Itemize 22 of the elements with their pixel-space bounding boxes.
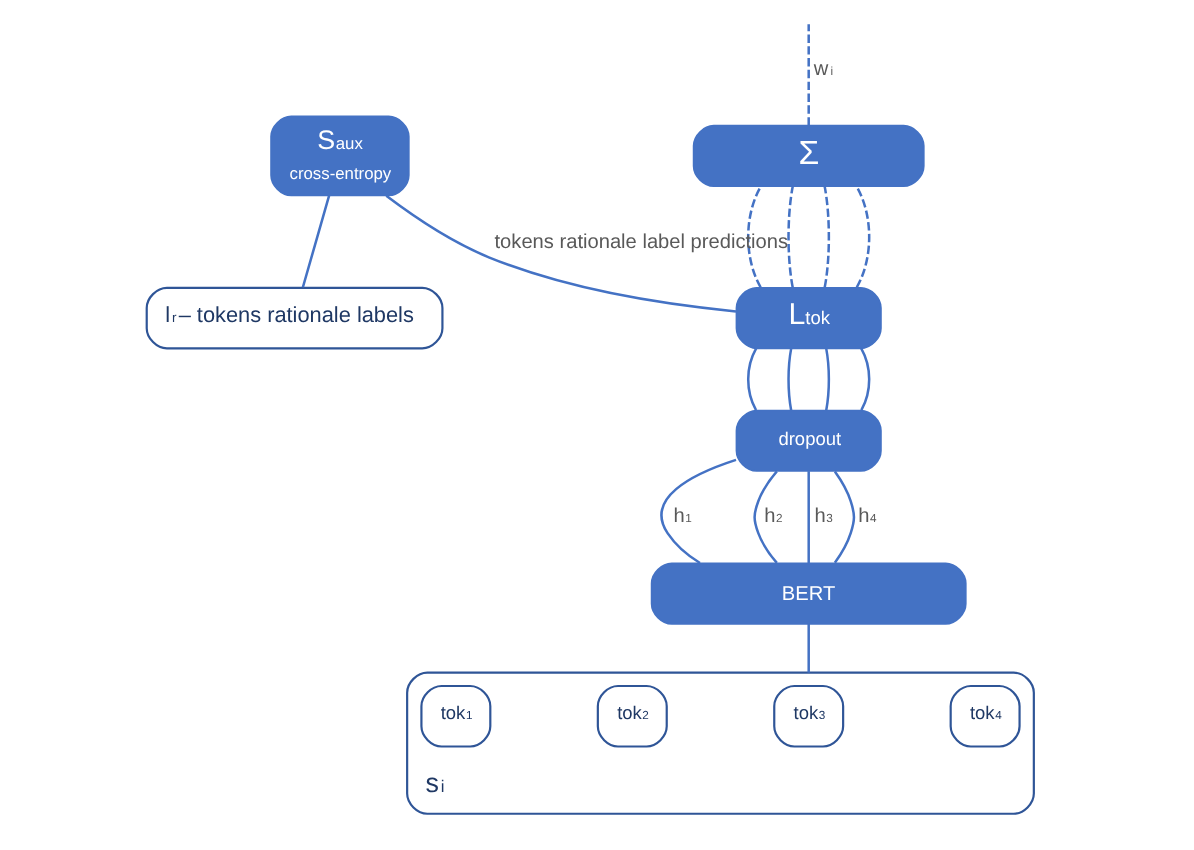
connector <box>746 347 758 411</box>
connector <box>787 348 793 411</box>
connector <box>823 186 831 288</box>
connector <box>855 185 871 288</box>
node-box: Σ <box>692 124 925 187</box>
connector <box>824 348 831 411</box>
connector <box>747 185 762 288</box>
node-box: Saux cross-entropy <box>270 115 410 197</box>
connector <box>787 186 794 288</box>
connector <box>385 194 737 313</box>
connector <box>807 623 810 673</box>
node-box: BERT <box>650 562 967 625</box>
connector <box>660 458 737 565</box>
connector <box>833 470 856 564</box>
connector <box>807 471 810 564</box>
connector <box>807 24 810 126</box>
node-box: Ltok <box>735 287 882 350</box>
connector <box>860 347 871 411</box>
connector <box>301 195 331 288</box>
connector <box>753 470 778 564</box>
edge-label: tokens rationale label predictions <box>494 231 789 254</box>
node-box: dropout <box>735 409 882 472</box>
